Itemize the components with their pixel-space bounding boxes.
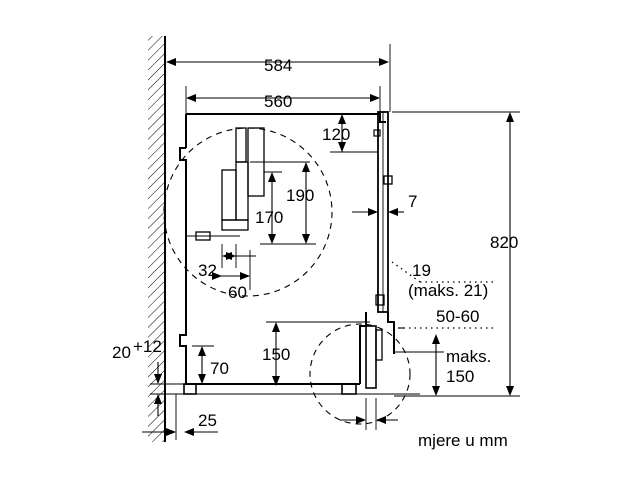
dim-560 [185, 86, 381, 114]
label-19: 19 [412, 261, 431, 280]
detail-circle-top [163, 127, 333, 297]
dim-60 [212, 250, 251, 290]
front-foot [341, 383, 357, 395]
label-7: 7 [408, 192, 417, 211]
label-50-60: 50-60 [436, 307, 479, 326]
dim-32 [221, 244, 256, 268]
label-584: 584 [264, 56, 292, 75]
dim-20-plus-12 [150, 362, 184, 416]
dim-190 [250, 161, 316, 245]
label-120: 120 [322, 125, 350, 144]
wall [148, 36, 166, 442]
dim-120 [330, 114, 378, 153]
dim-7 [352, 208, 404, 216]
dim-70 [192, 345, 214, 384]
label-170: 170 [255, 208, 283, 227]
dim-170 [264, 171, 282, 244]
dim-584 [164, 44, 391, 112]
label-max-150: 150 [446, 367, 474, 386]
dim-150 [266, 321, 370, 386]
dim-820 [392, 111, 520, 397]
plinth-board [365, 325, 377, 389]
label-20: 20 [112, 343, 131, 362]
rear-foot [183, 383, 197, 395]
dim-bottom-7 [340, 398, 398, 430]
door-handle [383, 175, 393, 185]
label-560: 560 [264, 92, 292, 111]
label-max-21: (maks. 21) [408, 281, 488, 300]
label-70: 70 [210, 359, 229, 378]
detail-circle-bottom [309, 323, 411, 425]
leader-19 [391, 261, 421, 283]
label-820: 820 [490, 233, 518, 252]
label-190: 190 [286, 186, 314, 205]
label-150: 150 [262, 345, 290, 364]
label-60: 60 [228, 283, 247, 302]
label-max: maks. [446, 347, 491, 366]
units-note: mjere u mm [418, 431, 508, 450]
dim-25 [142, 394, 218, 440]
label-plus12: +12 [133, 337, 162, 356]
label-25: 25 [198, 411, 217, 430]
dim-max-150 [394, 334, 444, 396]
